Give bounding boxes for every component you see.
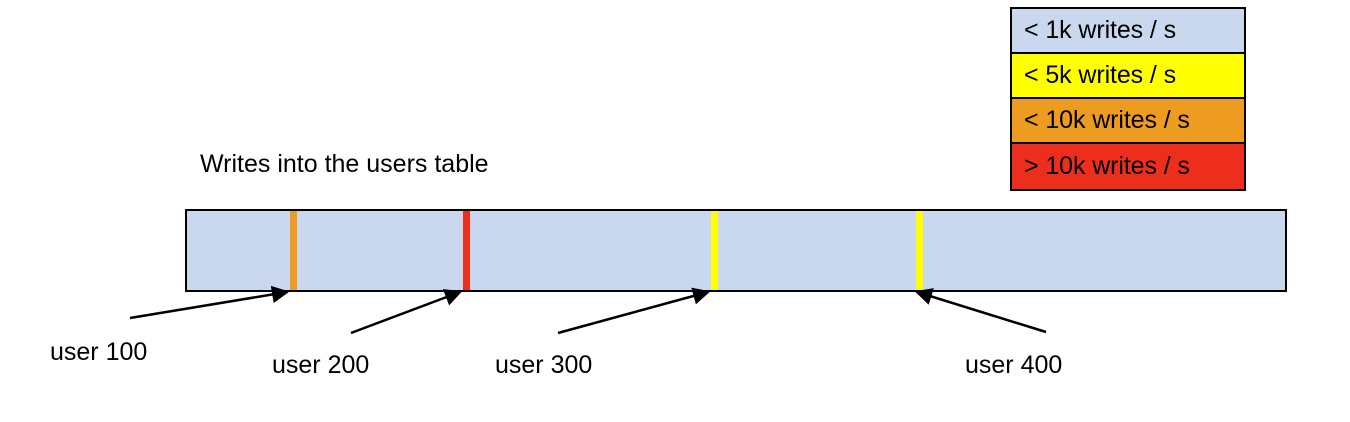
legend-label-2: < 10k writes / s [1024, 106, 1190, 134]
arrow-user-300 [557, 287, 711, 335]
users-table-bar [185, 209, 1287, 292]
stripe-yellow-1 [711, 211, 718, 290]
legend-row-0: < 1k writes / s [1012, 9, 1244, 54]
legend-label-3: > 10k writes / s [1024, 152, 1190, 180]
stripe-orange [290, 211, 297, 290]
annotation-label-user-300: user 300 [495, 351, 593, 379]
arrow-user-400 [914, 288, 1047, 334]
annotation-label-user-100: user 100 [50, 338, 148, 366]
diagram-caption: Writes into the users table [200, 150, 489, 178]
arrow-user-100 [129, 285, 290, 320]
arrow-user-200 [350, 289, 463, 335]
legend-row-3: > 10k writes / s [1012, 144, 1244, 189]
legend-row-1: < 5k writes / s [1012, 54, 1244, 99]
stripe-red [463, 211, 470, 290]
legend: < 1k writes / s < 5k writes / s < 10k wr… [1010, 7, 1246, 191]
annotation-label-user-400: user 400 [965, 351, 1063, 379]
legend-row-2: < 10k writes / s [1012, 99, 1244, 144]
stripe-yellow-2 [916, 211, 923, 290]
legend-label-0: < 1k writes / s [1024, 16, 1177, 44]
legend-label-1: < 5k writes / s [1024, 61, 1177, 89]
annotation-label-user-200: user 200 [272, 351, 370, 379]
